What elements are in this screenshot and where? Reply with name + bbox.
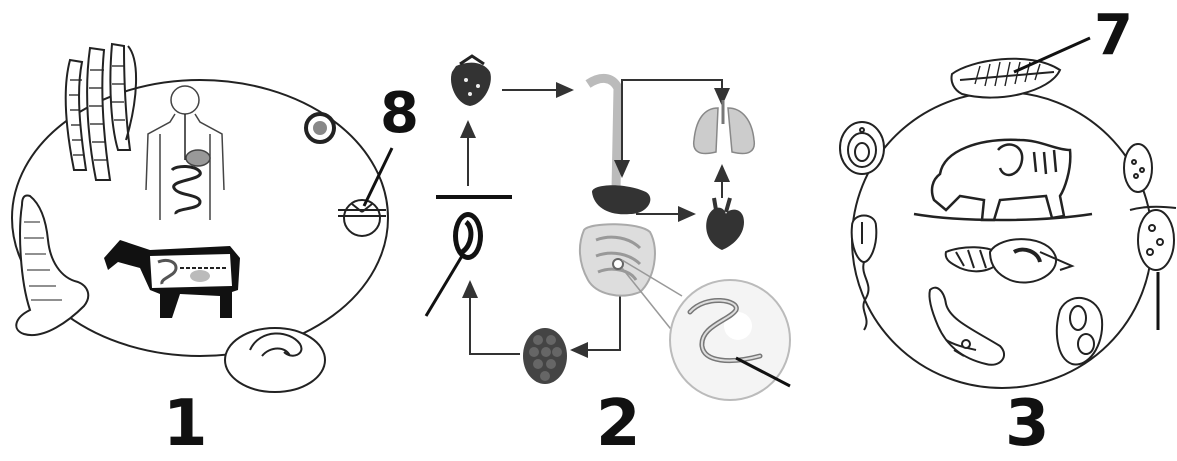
roundworm-magnified-icon [670, 280, 790, 400]
egg-cell-icon [453, 212, 483, 260]
tapeworm-segments-icon [66, 44, 136, 180]
panel-number-2: 2 [596, 392, 641, 456]
cow-intestine-icon [104, 240, 240, 318]
raspberry-icon [523, 328, 567, 384]
heart-icon [706, 198, 744, 250]
arrow-up-lower [470, 282, 520, 354]
redia-icon [929, 288, 1004, 365]
redia-oval-icon [1057, 298, 1102, 365]
callout-number-5: 8 [380, 86, 419, 142]
sporocyst-icon [1130, 207, 1176, 270]
scolex-icon [16, 195, 88, 335]
panel-number-3: 3 [1005, 392, 1050, 456]
human-digestive-system-icon [146, 86, 224, 220]
strawberry-icon [451, 56, 491, 106]
cycle-ring-3 [852, 92, 1152, 388]
miracidium-icon [1124, 144, 1152, 192]
panel-1-cycle [12, 44, 388, 392]
panel-3-cycle [840, 59, 1176, 388]
egg-icon [306, 114, 334, 142]
callout-number-4: 7 [1094, 8, 1133, 64]
human-digestive-tract-icon [580, 78, 655, 295]
arrow-to-lungs [622, 80, 722, 110]
snail-icon [946, 239, 1072, 282]
arrow-to-raspberry [572, 296, 620, 350]
metacercaria-icon [840, 122, 884, 174]
lungs-icon [694, 100, 755, 154]
cow-icon [914, 140, 1092, 220]
panel-number-1: 1 [163, 392, 208, 456]
fluke-icon [951, 59, 1060, 98]
cysticercus-icon [225, 328, 325, 392]
panel-2-cycle [436, 56, 790, 400]
callout-7-line [426, 256, 462, 316]
oncosphere-icon [338, 200, 386, 236]
